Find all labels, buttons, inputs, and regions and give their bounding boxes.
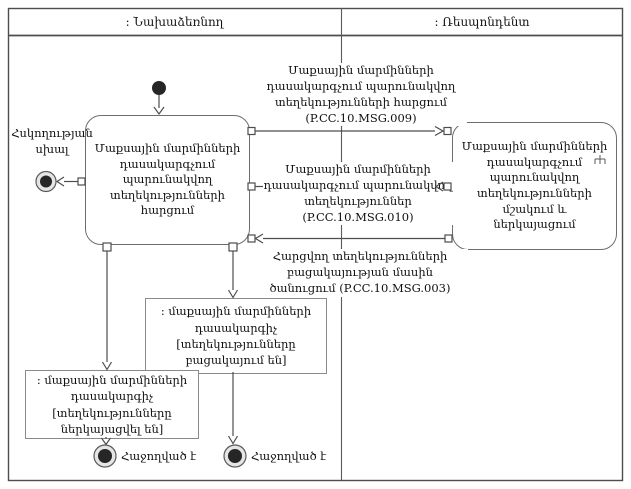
final-node-core bbox=[98, 449, 112, 463]
message-line: տեղեկությունների հարցում bbox=[274, 94, 447, 109]
action-line: տեղեկությունների հարցում bbox=[110, 187, 225, 218]
success-final-left-label: Հաջողված է bbox=[121, 449, 197, 463]
success-final-node-right bbox=[223, 444, 247, 468]
lane-header-respondent-label: : Ռեսպոնդենտ bbox=[434, 14, 530, 29]
message-line: ծանուցում (P.CC.10.MSG.003) bbox=[269, 280, 451, 295]
final-node-ring bbox=[93, 444, 117, 468]
message-line: բացակայության մասին bbox=[287, 264, 433, 279]
object-classifier-presented: : մաքսային մարմինների դասակարգիչ [տեղեկո… bbox=[25, 370, 199, 439]
message-line: դասակարգչում պարունակվող bbox=[263, 177, 453, 192]
output-pin bbox=[444, 234, 453, 243]
input-pin bbox=[247, 234, 256, 243]
message-label-msg003: Հարցվող տեղեկությունների բացակայության մ… bbox=[252, 249, 468, 297]
lane-header-initiator-label: : Նախաձեռնող bbox=[125, 14, 224, 29]
lane-header-respondent: : Ռեսպոնդենտ bbox=[341, 8, 623, 35]
output-pin bbox=[77, 177, 86, 186]
arrowhead-down-icon bbox=[227, 435, 239, 445]
success-final-right-label: Հաջողված է bbox=[251, 449, 327, 463]
initial-node bbox=[152, 81, 166, 116]
final-node-core bbox=[228, 449, 242, 463]
message-label-msg009: Մաքսային մարմինների դասակարգչում պարունա… bbox=[255, 63, 467, 127]
arrowhead-right-icon bbox=[434, 125, 445, 137]
arrowhead-left-icon bbox=[55, 176, 65, 187]
error-label-line: սխալ bbox=[35, 141, 69, 156]
action-line: դասակարգչում bbox=[119, 156, 216, 171]
message-line: Հարցվող տեղեկությունների bbox=[272, 249, 448, 263]
flow-missing-to-final bbox=[227, 372, 239, 445]
final-node-ring bbox=[223, 444, 247, 468]
object-line: ներկայացվել են] bbox=[60, 421, 164, 436]
action-line: ներկայացում bbox=[493, 217, 576, 232]
message-label-msg010: Մաքսային մարմինների դասակարգչում պարունա… bbox=[260, 162, 456, 226]
action-line: դասակարգչում պարունակվող bbox=[486, 154, 583, 185]
object-line: : մաքսային մարմինների bbox=[36, 372, 188, 387]
message-line: (P.CC.10.MSG.009) bbox=[305, 110, 417, 125]
action-line: տեղեկությունների մշակում և bbox=[477, 186, 592, 216]
error-label-line: Հսկողության bbox=[11, 126, 93, 140]
object-line: դասակարգիչ [տեղեկությունները bbox=[52, 389, 172, 420]
object-classifier-missing: : մաքսային մարմինների դասակարգիչ [տեղեկո… bbox=[145, 298, 327, 374]
message-line: Մաքսային մարմինների bbox=[288, 63, 434, 77]
arrowhead-down-icon bbox=[153, 106, 165, 116]
object-line: : մաքսային մարմինների դասակարգիչ bbox=[160, 304, 312, 335]
error-final-label: Հսկողության սխալ bbox=[10, 126, 94, 158]
message-line: դասակարգչում պարունակվող bbox=[266, 78, 456, 93]
action-line: Մաքսային մարմինների bbox=[94, 140, 241, 155]
message-line: Մաքսային մարմինների bbox=[285, 162, 431, 176]
arrowhead-left-icon bbox=[254, 233, 264, 244]
flow-msg009 bbox=[247, 125, 452, 137]
success-final-node-left bbox=[93, 444, 117, 468]
object-line: [տեղեկությունները բացակայում են] bbox=[176, 337, 296, 368]
action-line: պարունակվող bbox=[122, 172, 213, 187]
flow-to-presented-object bbox=[101, 242, 113, 371]
action-respondent-process: Մաքսային մարմինների դասակարգչում պարունա… bbox=[452, 122, 617, 250]
final-node-core bbox=[40, 175, 52, 188]
arrowhead-down-icon bbox=[101, 361, 113, 371]
final-node-ring bbox=[35, 170, 57, 193]
flow-msg003 bbox=[247, 233, 453, 244]
flow-error bbox=[55, 176, 86, 187]
initial-node-dot bbox=[152, 81, 166, 95]
arrowhead-down-icon bbox=[227, 289, 239, 299]
action-line: Մաքսային մարմինների bbox=[461, 139, 608, 154]
error-final-node bbox=[35, 170, 57, 193]
lane-header-initiator: : Նախաձեռնող bbox=[8, 8, 341, 35]
message-line: տեղեկություններ (P.CC.10.MSG.010) bbox=[302, 193, 414, 224]
flow-to-missing-object bbox=[227, 242, 239, 299]
input-pin bbox=[443, 126, 452, 136]
action-initiator-request: Մաքսային մարմինների դասակարգչում պարունա… bbox=[85, 115, 250, 245]
